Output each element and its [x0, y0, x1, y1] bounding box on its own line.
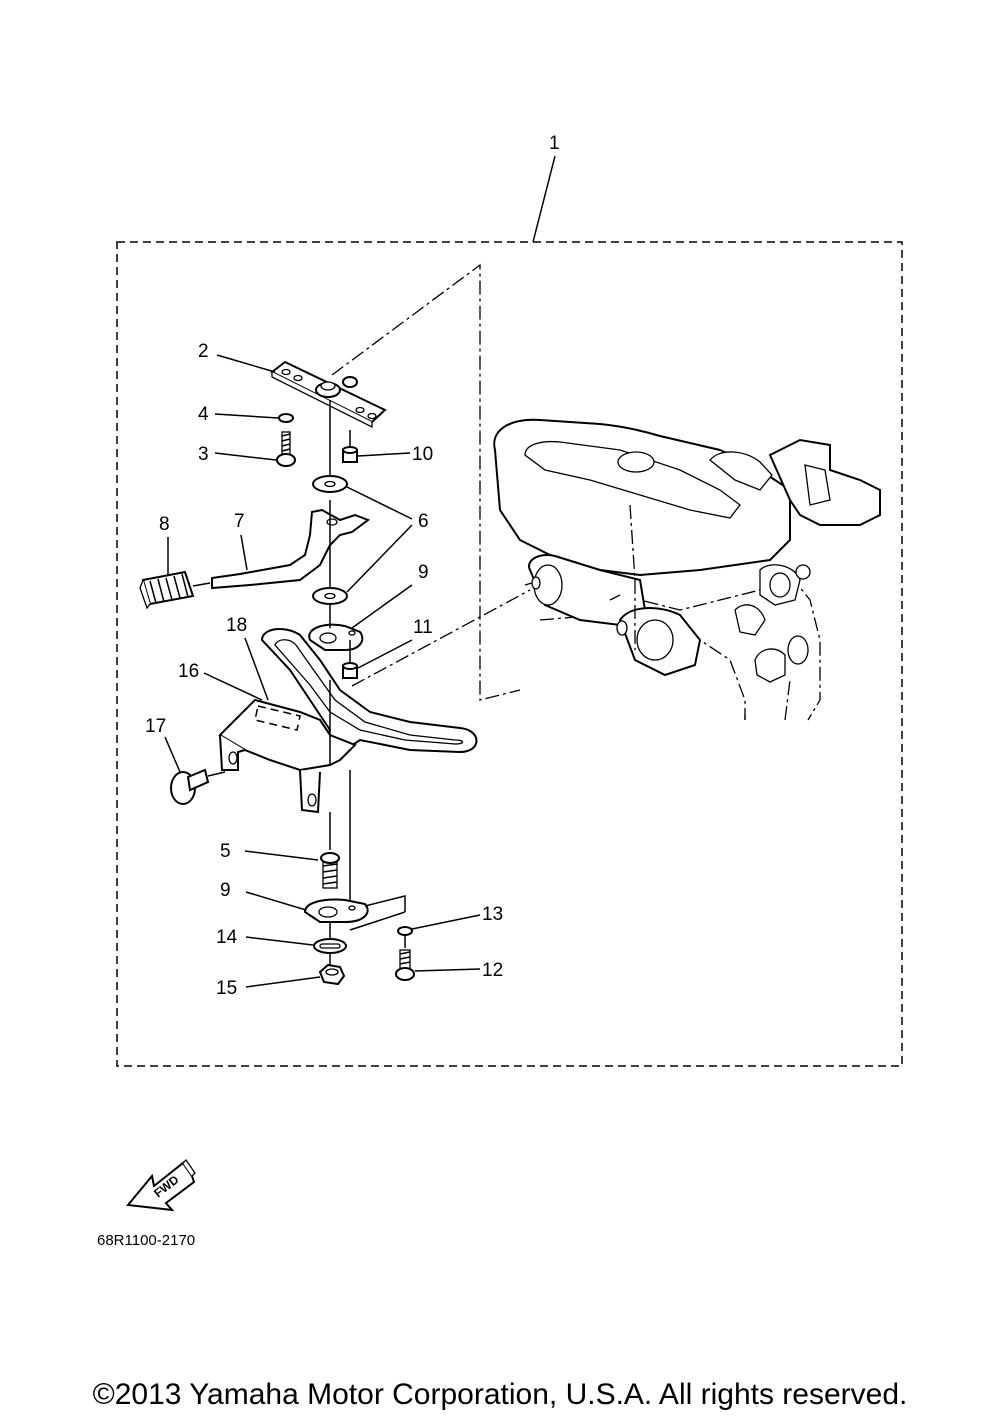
leader-9a [351, 584, 413, 629]
callout-5: 5 [220, 841, 231, 862]
leader-5 [244, 850, 319, 861]
leader-15 [245, 976, 321, 988]
callout-8: 8 [159, 514, 170, 535]
leader-9b [245, 891, 307, 911]
callout-1: 1 [549, 133, 560, 154]
callout-14: 14 [216, 927, 238, 948]
copyright-notice: ©2013 Yamaha Motor Corporation, U.S.A. A… [92, 1378, 908, 1411]
ref-line-a [331, 263, 521, 701]
callout-18: 18 [226, 615, 247, 636]
callout-6: 6 [418, 511, 429, 532]
diagram-code: 68R1100-2170 [97, 1232, 195, 1249]
assembly-boundary [116, 241, 903, 1067]
callout-10: 10 [412, 444, 433, 465]
leader-12 [414, 968, 481, 972]
leader-7 [240, 534, 248, 571]
leader-2 [216, 354, 276, 373]
part-12-bolt [395, 949, 415, 981]
part-9-plate-lower [303, 895, 406, 931]
leader-16 [203, 672, 263, 701]
leader-14 [245, 936, 314, 946]
part-11-collar [342, 662, 358, 679]
leader-18 [244, 637, 269, 701]
part-2-plate [270, 360, 387, 429]
part-7-lever [211, 500, 371, 590]
part-14-washer [313, 938, 347, 954]
leader-1 [532, 155, 556, 243]
part-16-bracket [218, 628, 478, 814]
part-10-collar [342, 446, 358, 463]
callout-2: 2 [198, 341, 209, 362]
fwd-arrow-icon: FWD [126, 1158, 196, 1212]
callout-9-upper: 9 [418, 562, 429, 583]
callout-7: 7 [234, 511, 245, 532]
part-4-washer [278, 413, 294, 423]
part-15-nut [318, 963, 346, 986]
callout-4: 4 [198, 404, 209, 425]
callout-13: 13 [482, 904, 503, 925]
part-3-bolt [276, 431, 296, 467]
part-8-grip [139, 570, 211, 610]
callout-9-lower: 9 [220, 880, 231, 901]
callout-11: 11 [413, 617, 433, 638]
callout-3: 3 [198, 444, 209, 465]
part-9-plate-upper [308, 623, 364, 651]
leader-11 [357, 639, 413, 669]
callout-12: 12 [482, 960, 503, 981]
callout-17: 17 [145, 716, 166, 737]
ref-line-b [629, 504, 636, 650]
callout-15: 15 [216, 978, 237, 999]
callout-16: 16 [178, 661, 199, 682]
leader-10 [357, 452, 411, 457]
leader-13 [411, 914, 481, 930]
part-13-washer [397, 926, 413, 936]
leader-3 [214, 452, 277, 461]
leader-17 [164, 736, 181, 773]
part-17-pin [170, 768, 226, 805]
steering-bracket-housing [493, 418, 881, 721]
ref-line-c [351, 589, 531, 687]
leader-4 [214, 413, 279, 419]
leader-6a [346, 486, 413, 520]
leader-6b [346, 524, 413, 593]
part-5-bolt [320, 852, 340, 889]
